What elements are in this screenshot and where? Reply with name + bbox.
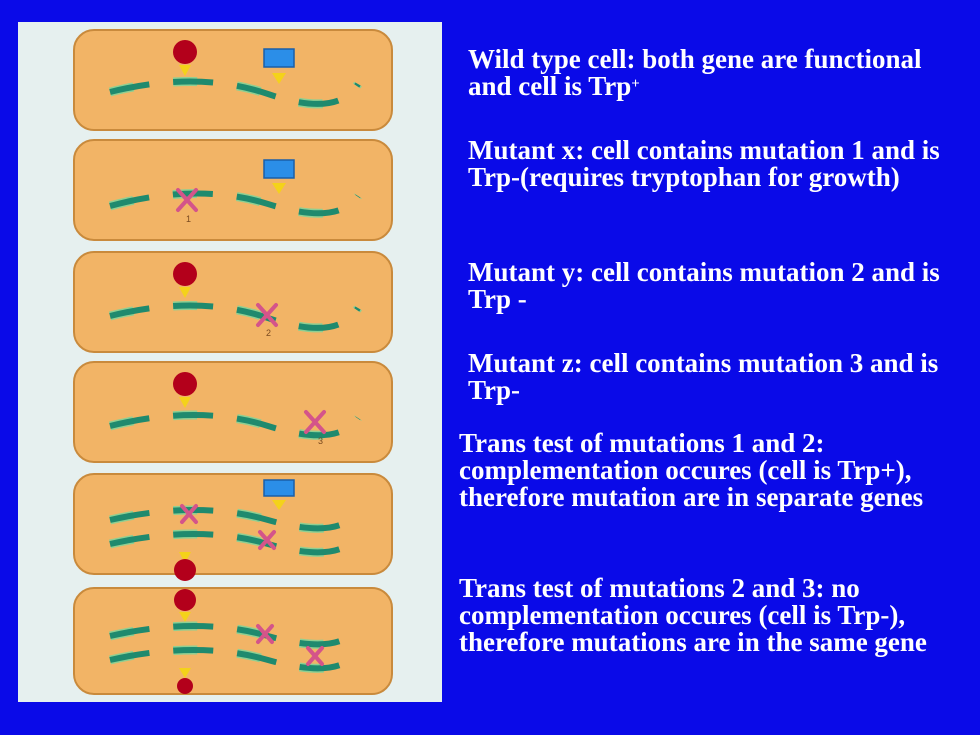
mutation-2-marker: 2 bbox=[256, 303, 278, 338]
arrow-up-icon bbox=[272, 500, 286, 510]
mutation-3-marker bbox=[306, 646, 324, 666]
arrow-up-icon bbox=[179, 612, 191, 622]
mutation-3-marker: 3 bbox=[304, 410, 326, 446]
arrow-up-icon bbox=[272, 73, 286, 84]
blue-protein-icon bbox=[263, 479, 295, 497]
cell-diagram-panel: 1 2 3 bbox=[18, 22, 442, 702]
red-protein-icon bbox=[174, 589, 196, 611]
caption-trans-test-2-3: Trans test of mutations 2 and 3: no comp… bbox=[459, 573, 927, 657]
arrow-up-icon bbox=[179, 397, 191, 408]
mutation-label: 1 bbox=[186, 214, 191, 224]
cell-trans-test-2-3 bbox=[73, 587, 393, 695]
arrow-down-icon bbox=[179, 668, 191, 678]
cell-mutant-x: 1 bbox=[73, 139, 393, 241]
arrow-up-icon bbox=[272, 183, 286, 194]
mutation-label: 2 bbox=[266, 328, 271, 338]
caption-trans-test-1-2: Trans test of mutations 1 and 2: complem… bbox=[459, 428, 924, 512]
red-protein-icon bbox=[173, 262, 197, 286]
red-protein-icon bbox=[177, 678, 193, 694]
blue-protein-icon bbox=[263, 159, 295, 179]
red-protein-icon bbox=[173, 40, 197, 64]
cell-trans-test-1-2 bbox=[73, 473, 393, 581]
blue-protein-icon bbox=[263, 48, 295, 68]
mutation-label: 3 bbox=[318, 436, 323, 446]
arrow-down-icon bbox=[179, 552, 191, 563]
mutation-2-marker bbox=[258, 530, 276, 550]
cell-mutant-z: 3 bbox=[73, 361, 393, 463]
cell-diagram: 1 2 3 bbox=[73, 29, 393, 695]
cell-wild-type bbox=[73, 29, 393, 131]
arrow-up-icon bbox=[179, 287, 191, 298]
caption-mutant-x: Mutant x: cell contains mutation 1 and i… bbox=[468, 135, 940, 192]
red-protein-icon bbox=[173, 372, 197, 396]
caption-mutant-y: Mutant y: cell contains mutation 2 and i… bbox=[468, 257, 940, 314]
mutation-1-marker: 1 bbox=[176, 188, 198, 224]
arrow-up-icon bbox=[179, 65, 191, 76]
caption-mutant-z: Mutant z: cell contains mutation 3 and i… bbox=[468, 348, 939, 405]
cell-mutant-y: 2 bbox=[73, 251, 393, 353]
red-protein-icon bbox=[174, 559, 196, 581]
mutation-1-marker bbox=[180, 504, 198, 524]
caption-wild-type: Wild type cell: both gene are functional… bbox=[468, 44, 922, 101]
mutation-2-marker bbox=[256, 624, 274, 644]
